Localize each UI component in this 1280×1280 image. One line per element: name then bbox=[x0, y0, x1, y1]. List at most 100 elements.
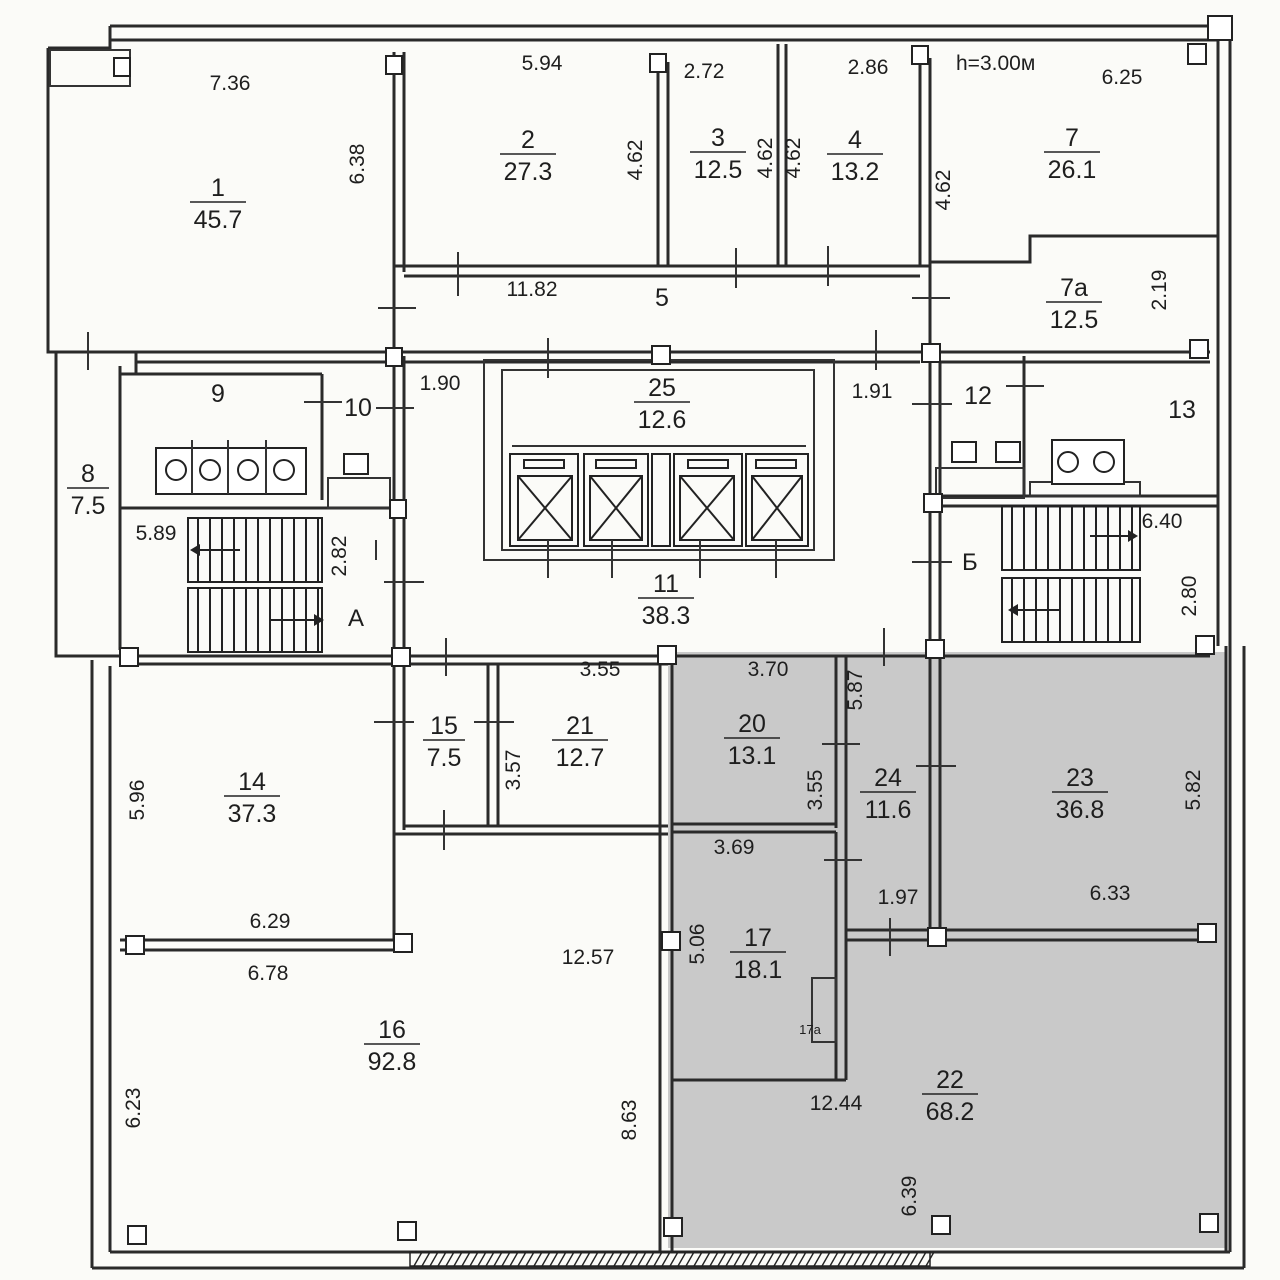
shade-room-20-24 bbox=[668, 652, 936, 828]
shade-room-17-24 bbox=[668, 828, 936, 934]
room-20-number: 20 bbox=[738, 710, 766, 738]
dimension-label: 3.69 bbox=[714, 836, 755, 859]
room-3-area: 12.5 bbox=[694, 156, 743, 184]
room-7-number: 7 bbox=[1065, 124, 1079, 152]
room-1-area: 45.7 bbox=[194, 206, 243, 234]
room-16-number: 16 bbox=[378, 1016, 406, 1044]
dimension-label: 1.91 bbox=[852, 380, 893, 403]
dimension-label: 5.82 bbox=[1182, 770, 1205, 811]
elevator-4 bbox=[745, 453, 809, 547]
dimension-label: 4.62 bbox=[754, 138, 777, 179]
room-17-area: 18.1 bbox=[734, 956, 783, 984]
dimension-label: 6.38 bbox=[346, 144, 369, 185]
room-15-area: 7.5 bbox=[427, 744, 462, 772]
stair-a bbox=[187, 517, 324, 653]
room-24-number: 24 bbox=[874, 764, 902, 792]
room-24-area: 11.6 bbox=[865, 796, 912, 824]
dimension-label: 2.80 bbox=[1178, 576, 1201, 617]
interior-walls bbox=[56, 44, 1218, 1252]
dimension-label: 6.29 bbox=[250, 910, 291, 933]
room-22-area: 68.2 bbox=[926, 1098, 975, 1126]
room-17-number: 17 bbox=[744, 924, 772, 952]
room-14-area: 37.3 bbox=[228, 800, 277, 828]
room-11-number: 11 bbox=[653, 570, 679, 598]
dimension-label: 6.33 bbox=[1090, 882, 1131, 905]
dimension-label: 6.40 bbox=[1142, 510, 1183, 533]
columns bbox=[113, 15, 1233, 1245]
dimension-label: 2.72 bbox=[684, 60, 725, 83]
room-15-number: 15 bbox=[430, 712, 458, 740]
room-1-number: 1 bbox=[211, 174, 225, 202]
room-4-number: 4 bbox=[848, 126, 862, 154]
dimension-label: 6.23 bbox=[122, 1088, 145, 1129]
dimension-label: 8.63 bbox=[618, 1100, 641, 1141]
dimension-label: 5.87 bbox=[844, 670, 867, 711]
fixtures bbox=[155, 439, 1125, 495]
room-23-number: 23 bbox=[1066, 764, 1094, 792]
sink-12-b bbox=[995, 441, 1021, 463]
shaded-rooms bbox=[668, 652, 1226, 1248]
outer-walls bbox=[46, 24, 1246, 1270]
sink-12-a bbox=[951, 441, 977, 463]
room-25-area: 12.6 bbox=[638, 406, 687, 434]
room-7-area: 26.1 bbox=[1048, 156, 1097, 184]
room-9-number: 9 bbox=[211, 380, 225, 408]
dimension-label: 5.94 bbox=[522, 52, 563, 75]
room-16-area: 92.8 bbox=[368, 1048, 417, 1076]
room-3-number: 3 bbox=[711, 124, 725, 152]
room-14-number: 14 bbox=[238, 768, 266, 796]
room-10-number: 10 bbox=[344, 394, 372, 422]
room-4-area: 13.2 bbox=[831, 158, 880, 186]
elevators bbox=[509, 453, 809, 547]
shade-room-23 bbox=[936, 652, 1226, 934]
room-22-number: 22 bbox=[936, 1066, 964, 1094]
dimension-label: 3.55 bbox=[580, 658, 621, 681]
dimension-label: 4.62 bbox=[624, 140, 647, 181]
dimension-label: 11.82 bbox=[507, 278, 558, 301]
dimension-label: 2.86 bbox=[848, 56, 889, 79]
dimension-label: 6.78 bbox=[248, 962, 289, 985]
height-note: h=3.00м bbox=[956, 52, 1035, 75]
room-12-number: 12 bbox=[964, 382, 992, 410]
room-21-area: 12.7 bbox=[556, 744, 605, 772]
dimension-label: 5.96 bbox=[126, 780, 149, 821]
dimension-label: 3.57 bbox=[502, 750, 525, 791]
room-8-area: 7.5 bbox=[71, 492, 106, 520]
elevator-2 bbox=[583, 453, 649, 547]
door-ticks bbox=[87, 246, 1044, 956]
room-25-number: 25 bbox=[648, 374, 676, 402]
shade-room-22 bbox=[668, 934, 1226, 1248]
dimension-label: 12.57 bbox=[562, 946, 615, 969]
elevator-1 bbox=[509, 453, 579, 547]
dimension-label: 3.55 bbox=[804, 770, 827, 811]
stair-b bbox=[1001, 505, 1141, 643]
room-13-number: 13 bbox=[1168, 396, 1196, 424]
dimension-label: 6.39 bbox=[898, 1176, 921, 1217]
hatched-strip bbox=[409, 1251, 935, 1267]
room-7a-number: 7а bbox=[1060, 274, 1088, 302]
room-20-area: 13.1 bbox=[728, 742, 777, 770]
room-21-number: 21 bbox=[566, 712, 594, 740]
dimension-label: 1.90 bbox=[420, 372, 461, 395]
dimension-label: 12.44 bbox=[810, 1092, 863, 1115]
room-5-number: 5 bbox=[655, 284, 669, 312]
dimension-label: 4.62 bbox=[932, 170, 955, 211]
room-11-area: 38.3 bbox=[642, 602, 691, 630]
dimension-label: 4.62 bbox=[782, 138, 805, 179]
room-8-number: 8 bbox=[81, 460, 95, 488]
room-23-area: 36.8 bbox=[1056, 796, 1105, 824]
dimension-label: 1.97 bbox=[878, 886, 919, 909]
dimension-label: 6.25 bbox=[1102, 66, 1143, 89]
dimension-label: 5.89 bbox=[136, 522, 177, 545]
room-17a-number: 17а bbox=[799, 1022, 821, 1037]
toilet-row-9 bbox=[155, 440, 307, 495]
stair-label-b: Б bbox=[962, 549, 978, 576]
dimension-label: 2.19 bbox=[1148, 270, 1171, 311]
room-2-area: 27.3 bbox=[504, 158, 553, 186]
elevator-3 bbox=[673, 453, 743, 547]
dimension-label: 2.82 bbox=[328, 536, 351, 577]
stair-label-a: А bbox=[348, 605, 364, 632]
dimension-label: 5.06 bbox=[686, 924, 709, 965]
